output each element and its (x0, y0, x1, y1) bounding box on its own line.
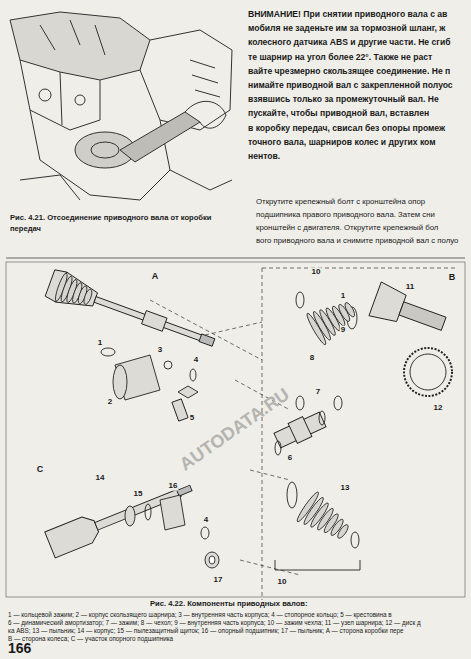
legend-text: 1 — кольцевой зажим; 2 — корпус скользящ… (8, 612, 392, 619)
callout-number: 7 (315, 388, 321, 397)
figure-caption: Рис. 4.22. Компоненты приводных валов: (150, 600, 307, 608)
figure-caption: передач (10, 225, 41, 233)
warning-text: взявшись только за промежуточный вал. Не (248, 95, 439, 104)
callout-number: 13 (340, 484, 351, 493)
callout-number: 17 (213, 576, 224, 585)
callout-number: 15 (133, 490, 144, 499)
warning-text: те шарнир на угол более 22°. Также не ра… (248, 53, 432, 62)
bearing-parts (125, 495, 219, 568)
callout-number: 6 (287, 454, 293, 463)
view-letter: B (448, 273, 457, 283)
callout-number: 8 (309, 354, 315, 363)
boot-13 (275, 482, 360, 570)
view-letter: C (36, 465, 45, 475)
legend-text: B — сторона колеса; C — участок опорного… (8, 636, 173, 643)
callout-number: 16 (168, 482, 179, 491)
callout-number: 11 (405, 283, 415, 292)
watermark: AUTODATA.RU (176, 385, 293, 475)
figure-caption: Рис. 4.21. Отсоединение приводного вала … (10, 214, 212, 222)
outer-joint (296, 282, 452, 396)
callout-number: 1 (97, 339, 103, 348)
callout-number: 4 (193, 356, 199, 365)
callout-number: 10 (277, 578, 288, 587)
warning-text: ВНИМАНИЕ! При снятии приводного вала с а… (248, 10, 447, 19)
callout-number: 4 (203, 516, 209, 525)
bellows-ridge (82, 288, 93, 305)
callout-number: 10 (311, 268, 322, 277)
callout-number: 5 (189, 414, 195, 423)
dashed-guides (150, 268, 455, 600)
warning-text: точного вала, шарниров колес и других ко… (248, 138, 436, 147)
warning-text: пускайте, чтобы приводной вал, вставлен (248, 109, 429, 118)
callout-number: 12 (433, 404, 444, 413)
legend-text: ка ABS; 13 — пыльник; 14 — корпус; 15 — … (8, 628, 404, 635)
bellows-ridge (336, 523, 350, 540)
warning-text: нентов. (248, 152, 280, 161)
callout-number: 9 (340, 326, 346, 335)
callout-number: 1 (340, 292, 346, 301)
drive-shaft-c (45, 475, 196, 558)
body-text: подшипника правого приводного вала. Зате… (256, 211, 435, 220)
callout-number: 14 (95, 474, 106, 483)
callout-number: 2 (107, 398, 113, 407)
page-number: 166 (8, 641, 31, 656)
callout-number: 3 (157, 346, 163, 355)
engine-sketch (10, 12, 232, 200)
body-text: вого приводного вала и снимите приводной… (256, 237, 458, 246)
body-text: Открутите крепежный болт с кронштейна оп… (256, 198, 425, 207)
view-letter: A (151, 272, 160, 282)
warning-text: мобиля не заденьте им за тормозной шланг… (248, 24, 445, 33)
body-text: кронштейн с двигателя. Открутите крепежн… (256, 224, 438, 233)
bellows-ridge (343, 301, 356, 318)
legend-text: 6 — динамический амортизатор; 7 — зажим;… (8, 620, 421, 627)
warning-text: колесного датчика ABS и другие части. Не… (248, 38, 450, 47)
warning-text: вайте чрезмерно скользящее соединение. Н… (248, 67, 450, 76)
warning-text: нимайте приводной вал с закрепленной пол… (248, 81, 453, 90)
warning-text: в коробку передач, свисал без опоры пром… (248, 124, 445, 133)
joint-parts (101, 348, 198, 421)
figure-frame (6, 262, 465, 597)
drive-shaft-a (45, 268, 219, 358)
